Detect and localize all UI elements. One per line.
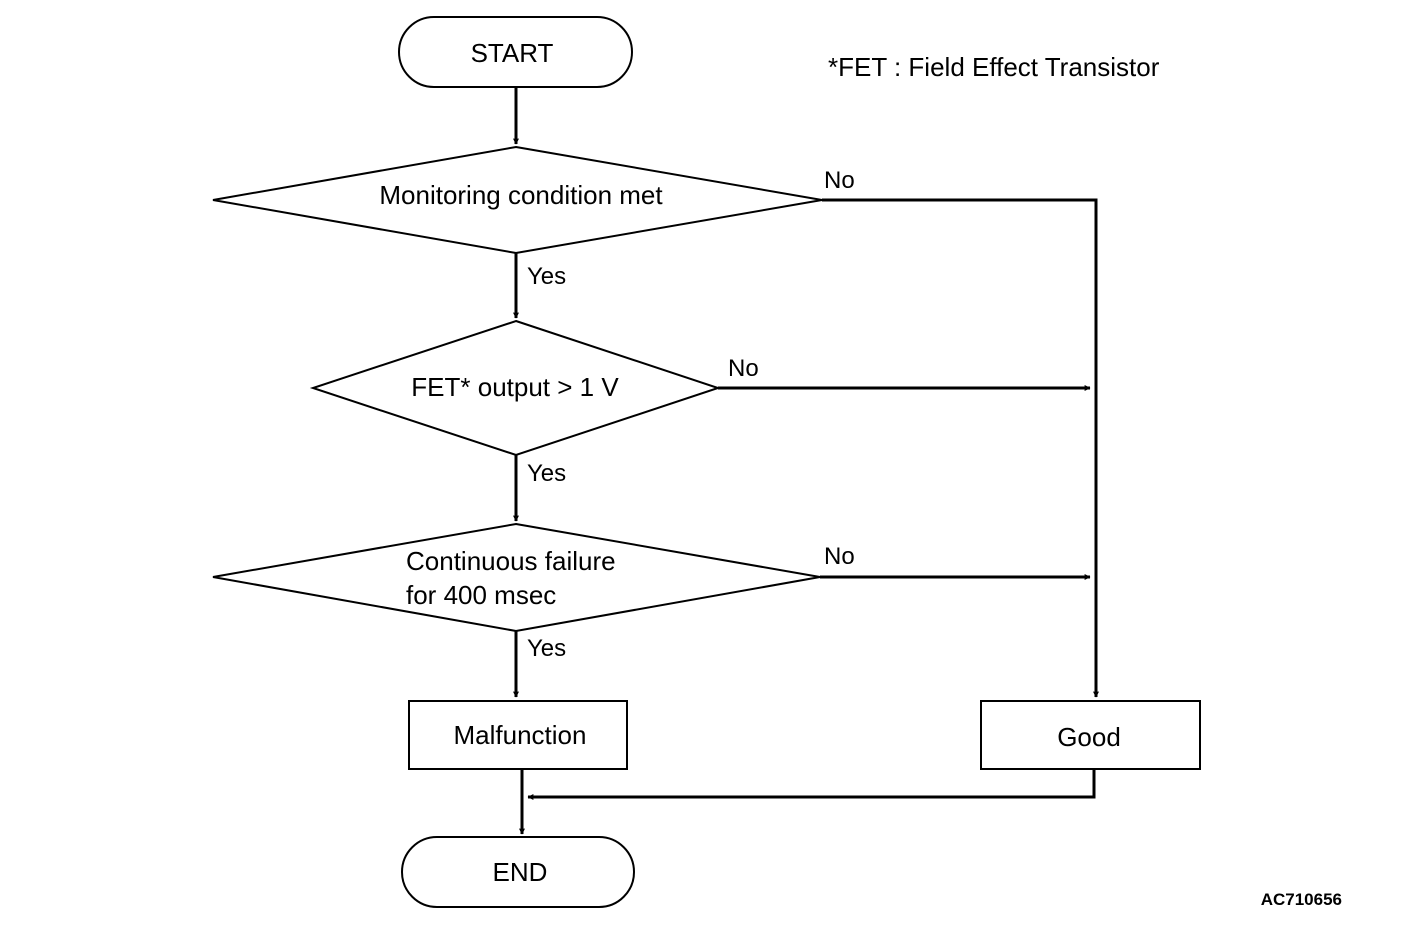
decision2-yes-label: Yes: [527, 460, 566, 487]
good-label: Good: [1057, 722, 1121, 752]
end-terminal: [401, 836, 635, 908]
decision3-no-label: No: [824, 543, 855, 570]
connector-decision1-no: [822, 198, 1099, 698]
figure-code: AC710656: [1261, 890, 1342, 909]
connector-good-to-merge: [527, 769, 1096, 800]
end-label: END: [493, 857, 548, 887]
decision3-diamond: [212, 522, 821, 633]
good-box: [980, 700, 1201, 770]
decision1-no-label: No: [824, 167, 855, 194]
decision1-label: Monitoring condition met: [379, 180, 663, 210]
decision3-label-line1: Continuous failure: [406, 546, 616, 576]
malfunction-label: Malfunction: [454, 720, 587, 750]
decision3-yes-label: Yes: [527, 635, 566, 662]
start-label: START: [471, 38, 554, 68]
decision3-label-line2: for 400 msec: [406, 580, 556, 610]
decision1-yes-label: Yes: [527, 263, 566, 290]
decision2-no-label: No: [728, 355, 759, 382]
decision2-label: FET* output > 1 V: [411, 372, 619, 402]
malfunction-box: [408, 700, 628, 770]
footnote-text: *FET : Field Effect Transistor: [828, 52, 1160, 82]
